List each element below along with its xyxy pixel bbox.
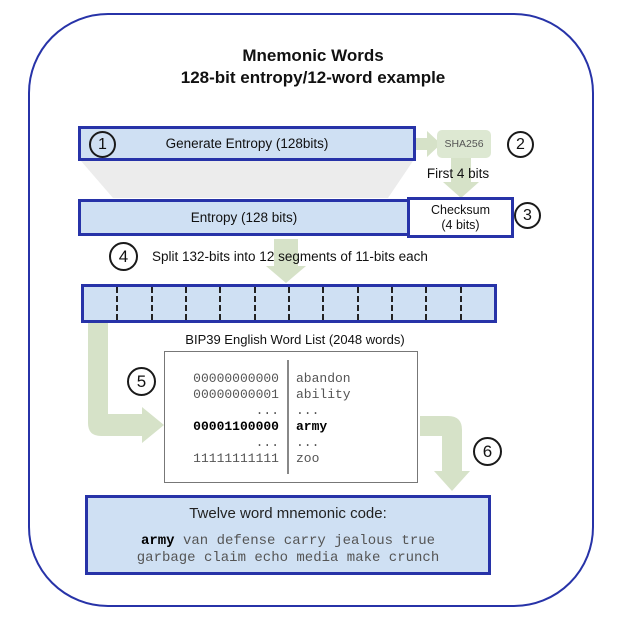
step-marker-4: 4	[109, 242, 138, 271]
generate-entropy-box: Generate Entropy (128bits)	[78, 126, 416, 161]
wordlist-word: army	[296, 419, 328, 434]
bit-segment	[84, 287, 116, 320]
step-marker-2: 2	[507, 131, 534, 158]
wordlist-bits: 00001100000	[193, 419, 279, 434]
mnemonic-line-2: garbage claim echo media make crunch	[136, 550, 440, 566]
bit-segment	[459, 287, 494, 320]
step-marker-5: 5	[127, 367, 156, 396]
arrow-elbow-segments-to-wordlist-icon	[88, 323, 164, 443]
bit-segment	[356, 287, 391, 320]
wordlist-row-highlighted: 00001100000 army	[165, 419, 417, 435]
diagram-title: Mnemonic Words	[242, 46, 384, 65]
arrow-down-entropy-to-segments-icon	[266, 239, 306, 283]
bit-segment	[322, 287, 356, 320]
split-caption: Split 132-bits into 12 segments of 11-bi…	[152, 249, 428, 264]
wordlist-bits: 11111111111	[193, 451, 279, 466]
bit-segment	[253, 287, 288, 320]
first-4-bits-label: First 4 bits	[426, 166, 490, 181]
mnemonic-line-1-rest: van defense carry jealous true	[174, 533, 436, 549]
wordlist-bits: 00000000001	[193, 387, 279, 402]
bit-segment	[287, 287, 322, 320]
bit-segment	[116, 287, 150, 320]
entropy-label: Entropy (128 bits)	[190, 210, 298, 225]
wordlist-bits: ...	[255, 435, 279, 450]
bit-segment	[425, 287, 459, 320]
wordlist-column-divider	[287, 360, 289, 474]
mnemonic-highlight-word: army	[140, 533, 175, 549]
segments-bar	[81, 284, 497, 323]
checksum-label-line1: Checksum	[430, 202, 491, 217]
arrow-down-sha256-to-checksum-icon	[443, 156, 479, 198]
mnemonic-line-1: army van defense carry jealous true	[88, 533, 488, 550]
step-marker-1: 1	[89, 131, 116, 158]
sha256-label: SHA256	[444, 138, 484, 150]
wordlist-word: zoo	[296, 451, 320, 466]
bit-segment	[219, 287, 253, 320]
mnemonic-box: Twelve word mnemonic code: army van defe…	[85, 495, 491, 575]
wordlist-row: 00000000001 ability	[165, 387, 417, 403]
bit-segment	[150, 287, 185, 320]
diagram-subtitle: 128-bit entropy/12-word example	[180, 68, 446, 87]
wordlist-row: 00000000000 abandon	[165, 371, 417, 387]
checksum-box: Checksum (4 bits)	[407, 197, 514, 238]
entropy-box: Entropy (128 bits)	[78, 199, 410, 236]
wordlist-bits: 00000000000	[193, 371, 279, 386]
outer-rounded-frame	[28, 13, 594, 607]
wordlist-word: ...	[296, 403, 320, 418]
bit-segment	[390, 287, 425, 320]
arrow-elbow-wordlist-to-mnemonic-icon	[420, 416, 470, 491]
checksum-label-line2: (4 bits)	[441, 217, 480, 232]
mnemonic-caption: Twelve word mnemonic code:	[189, 505, 387, 522]
wordlist-row: ... ...	[165, 435, 417, 451]
wordlist-row: ... ...	[165, 403, 417, 419]
wordlist-word: ...	[296, 435, 320, 450]
step-marker-3: 3	[514, 202, 541, 229]
arrow-right-entropy-to-sha256-icon	[416, 131, 441, 157]
wordlist-word: ability	[296, 387, 351, 402]
wordlist-row: 11111111111 zoo	[165, 451, 417, 467]
mnemonic-words: army van defense carry jealous true garb…	[88, 533, 488, 567]
generate-entropy-label: Generate Entropy (128bits)	[165, 136, 329, 151]
bit-segment	[184, 287, 219, 320]
wordlist-table: 00000000000 abandon 00000000001 ability …	[164, 351, 418, 483]
entropy-funnel-shape	[81, 161, 413, 198]
wordlist-bits: ...	[255, 403, 279, 418]
wordlist-caption: BIP39 English Word List (2048 words)	[185, 332, 405, 347]
sha256-box: SHA256	[437, 130, 491, 158]
step-marker-6: 6	[473, 437, 502, 466]
wordlist-word: abandon	[296, 371, 351, 386]
